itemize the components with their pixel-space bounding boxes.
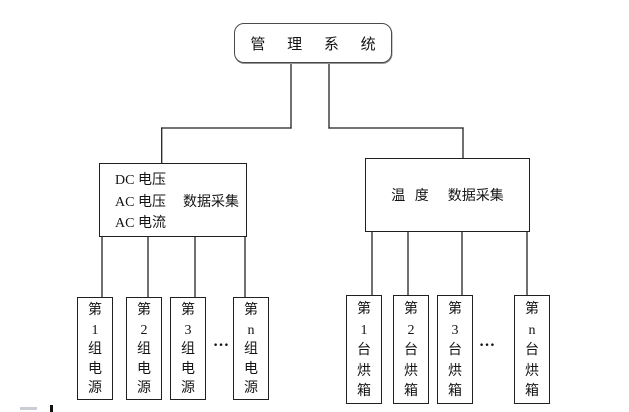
temperature-data-collect-node: 温 度 数据采集 xyxy=(365,158,530,232)
ac-voltage-line: AC 电压数据采集 xyxy=(115,194,239,210)
oven-node-1: 第1台烘箱 xyxy=(346,295,382,404)
right-collect-label: 数据采集 xyxy=(447,189,504,204)
management-system-label: 管 理 系 统 xyxy=(250,36,385,53)
electrical-data-collect-node: DC 电压 AC 电压数据采集 AC 电流 xyxy=(99,163,247,237)
temperature-label: 温 度 xyxy=(391,189,432,204)
oven-node-n: 第n台烘箱 xyxy=(514,295,550,404)
power-unit-node-2: 第2组电源 xyxy=(126,297,162,400)
dc-voltage-line: DC 电压 xyxy=(115,173,166,188)
oven-node-3: 第3台烘箱 xyxy=(437,295,473,404)
left-collect-label: 数据采集 xyxy=(182,194,239,210)
left-ellipsis: … xyxy=(213,333,231,350)
power-unit-node-n: 第n组电源 xyxy=(233,297,269,400)
right-ellipsis: … xyxy=(479,333,497,350)
power-unit-node-3: 第3组电源 xyxy=(170,297,206,400)
cropped-caption-fragment-black xyxy=(50,405,53,412)
management-system-node: 管 理 系 统 xyxy=(234,23,392,63)
cropped-caption-fragment-gray xyxy=(20,407,37,410)
power-unit-node-1: 第1组电源 xyxy=(77,297,113,400)
ac-current-line: AC 电流 xyxy=(115,216,166,231)
oven-node-2: 第2台烘箱 xyxy=(393,295,429,404)
